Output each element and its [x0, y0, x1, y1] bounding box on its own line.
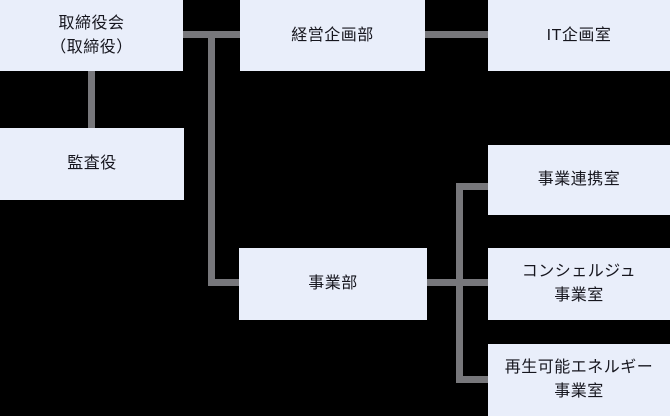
connector-right-alliance: [456, 183, 488, 190]
node-renewable-energy-business-office: 再生可能エネルギー 事業室: [488, 344, 670, 416]
node-board-of-directors: 取締役会 （取締役）: [0, 0, 183, 71]
node-business-division: 事業部: [239, 248, 427, 320]
node-label: 取締役会 （取締役）: [50, 14, 133, 56]
node-label: 事業連携室: [537, 171, 621, 188]
connector-planning-it: [425, 31, 488, 38]
connector-trunk-business: [208, 279, 239, 286]
node-label: コンシェルジュ 事業室: [521, 263, 637, 304]
node-label: 経営企画部: [291, 26, 374, 44]
node-business-alliance-office: 事業連携室: [488, 145, 670, 215]
node-auditor: 監査役: [0, 128, 184, 200]
node-it-planning-office: IT企画室: [488, 0, 670, 71]
connector-right-vertical: [456, 183, 463, 383]
connector-trunk-vertical: [208, 31, 215, 286]
node-corporate-planning-dept: 経営企画部: [240, 0, 425, 71]
node-label: 監査役: [67, 155, 117, 172]
node-concierge-business-office: コンシェルジュ 事業室: [488, 248, 670, 320]
node-label: 再生可能エネルギー 事業室: [504, 359, 654, 400]
node-label: IT企画室: [546, 26, 612, 44]
node-label: 事業部: [308, 275, 358, 292]
connector-right-renewable: [456, 376, 488, 383]
connector-board-auditor: [88, 71, 95, 128]
